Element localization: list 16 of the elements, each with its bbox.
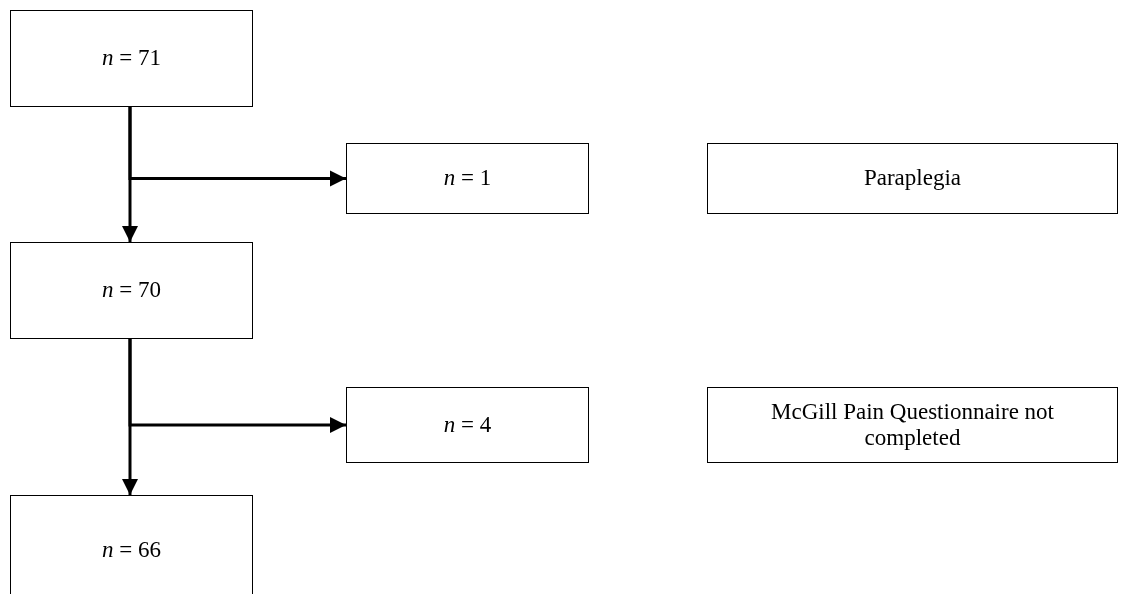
box-text: n = 4 [442,411,493,439]
flow-box [346,143,589,214]
flow-box [10,495,253,594]
box-text: McGill Pain Questionnaire not completed [770,398,1055,452]
box-text: Paraplegia [862,165,963,192]
box-text: n = 1 [442,165,493,192]
flow-box [707,387,1118,463]
flow-box [707,143,1118,214]
arrow [128,339,346,434]
arrow [128,107,346,187]
box-text: n = 70 [101,277,162,304]
flow-box [10,10,253,107]
flow-box [10,242,253,339]
flow-box [346,387,589,463]
box-text: n = 66 [101,536,162,564]
box-text: n = 71 [101,45,162,72]
